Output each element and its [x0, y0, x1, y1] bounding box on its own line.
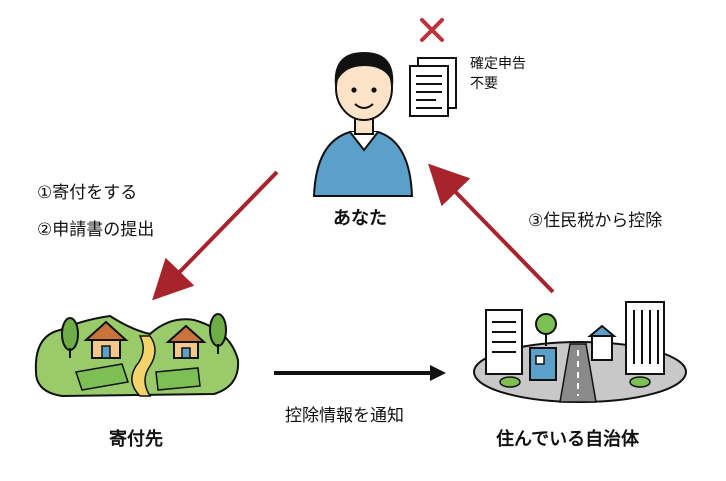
city-icon	[473, 301, 687, 403]
person-icon	[312, 52, 414, 197]
donation-destination-label: 寄付先	[109, 429, 163, 450]
step1-label: ①寄付をする	[37, 183, 138, 203]
cross-icon	[420, 18, 444, 42]
note-line2: 不要	[470, 76, 498, 92]
note-line1: 確定申告	[470, 56, 526, 72]
step3-label: ③住民税から控除	[528, 211, 663, 231]
notify-label: 控除情報を通知	[285, 406, 404, 426]
you-label: あなた	[333, 208, 387, 229]
arrow-deduct	[428, 163, 555, 294]
step2-label: ②申請書の提出	[37, 220, 155, 240]
municipality-label: 住んでいる自治体	[496, 429, 640, 450]
arrow-notify	[274, 365, 446, 381]
arrow-donate	[152, 170, 279, 301]
village-icon	[34, 313, 240, 398]
document-icon	[409, 57, 457, 117]
